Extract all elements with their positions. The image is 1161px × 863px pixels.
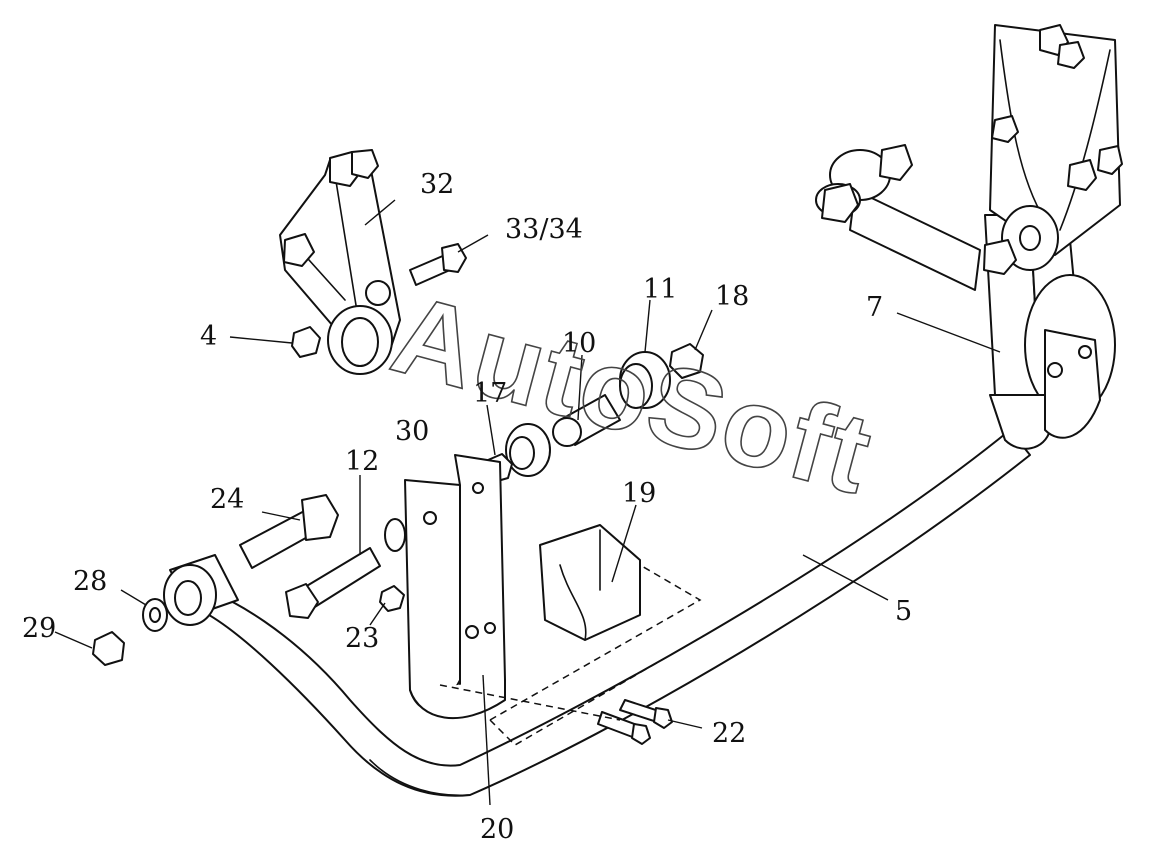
callout-30: 30 bbox=[395, 416, 429, 447]
washer-30 bbox=[384, 518, 406, 552]
callout-22: 22 bbox=[712, 718, 746, 749]
callout-24: 24 bbox=[210, 484, 244, 515]
callout-28: 28 bbox=[73, 566, 107, 597]
callout-20: 20 bbox=[480, 814, 514, 845]
bushing-10 bbox=[505, 394, 621, 477]
leader-lines bbox=[54, 199, 1001, 806]
bar-rear-link bbox=[815, 144, 981, 291]
callout-11: 11 bbox=[643, 274, 677, 305]
bolt-12 bbox=[285, 547, 381, 619]
bolt-24 bbox=[239, 494, 339, 569]
nut-23 bbox=[379, 585, 405, 612]
callout-29: 29 bbox=[22, 613, 56, 644]
nut-4 bbox=[291, 326, 321, 358]
bushing-19 bbox=[539, 524, 641, 641]
washer-28 bbox=[142, 598, 168, 632]
clamp-20 bbox=[404, 454, 506, 720]
callout-17: 17 bbox=[473, 378, 507, 409]
callout-4: 4 bbox=[200, 321, 217, 352]
callout-5: 5 bbox=[895, 596, 912, 627]
callout-32: 32 bbox=[420, 169, 454, 200]
nut-18 bbox=[669, 343, 704, 379]
right-bracket bbox=[983, 24, 1123, 450]
callout-18: 18 bbox=[715, 281, 749, 312]
bar-eye-end bbox=[163, 554, 239, 626]
callout-12: 12 bbox=[345, 446, 379, 477]
assembly-lines bbox=[439, 564, 706, 746]
left-upper-bracket bbox=[279, 149, 401, 375]
washer-11 bbox=[619, 351, 671, 409]
nut-29 bbox=[92, 631, 125, 666]
callout-10: 10 bbox=[562, 328, 596, 359]
callout-19: 19 bbox=[622, 478, 656, 509]
callout-33-34: 33/34 bbox=[505, 214, 583, 245]
callout-7: 7 bbox=[866, 292, 883, 323]
bolts-22 bbox=[597, 699, 673, 745]
callout-23: 23 bbox=[345, 623, 379, 654]
